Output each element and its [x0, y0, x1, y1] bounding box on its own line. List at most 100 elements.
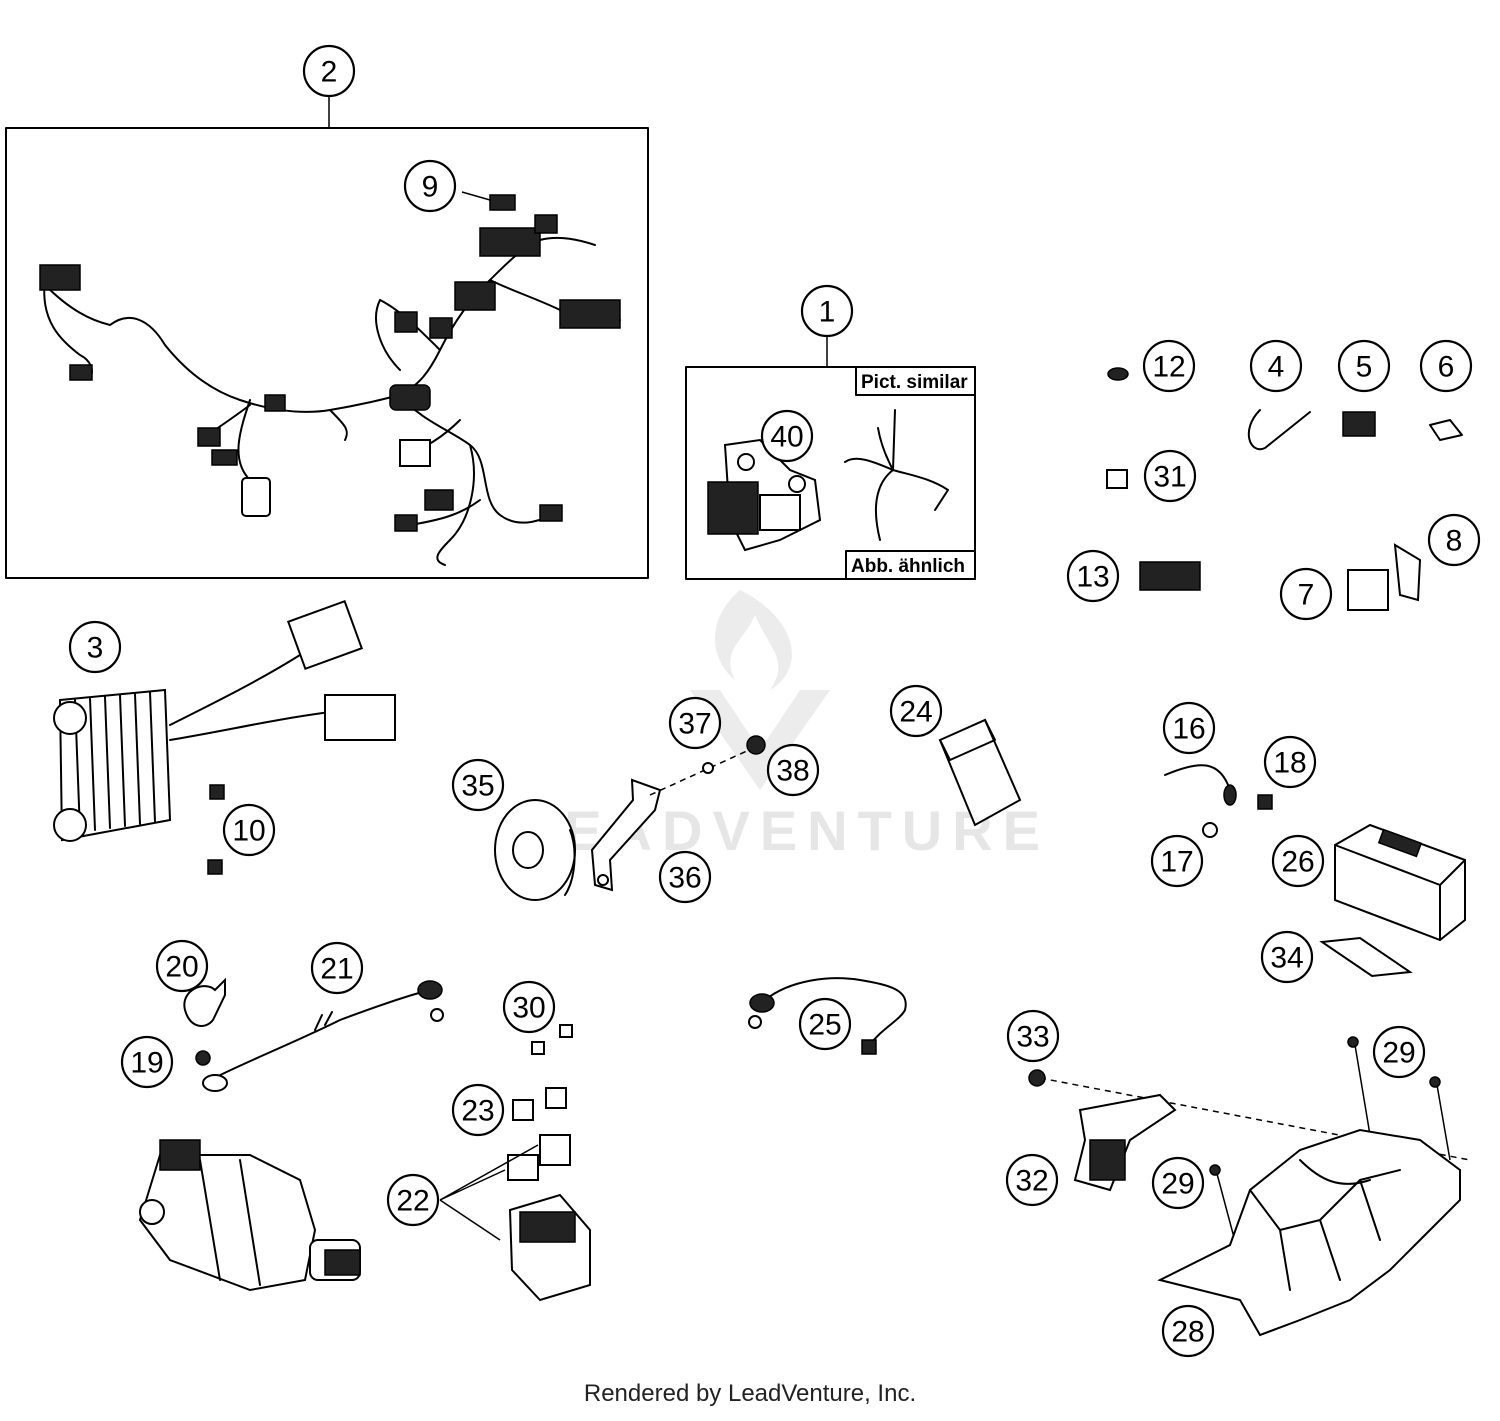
- callout-number: 13: [1076, 561, 1109, 594]
- callout-30: 30: [502, 980, 556, 1034]
- harness-frame: [5, 127, 649, 579]
- callout-circle: [1260, 930, 1314, 984]
- callout-19: 19: [120, 1035, 174, 1089]
- callout-circle: [798, 997, 852, 1051]
- callout-number: 23: [461, 1095, 494, 1128]
- callout-number: 6: [1438, 351, 1455, 384]
- callout-38: 38: [766, 743, 820, 797]
- callout-number: 10: [232, 815, 265, 848]
- screw-33: [1028, 1069, 1046, 1087]
- control-unit-24: [938, 718, 1022, 827]
- footer-credit: Rendered by LeadVenture, Inc.: [583, 1380, 917, 1407]
- callout-circle: [1151, 1156, 1205, 1210]
- inset-label-top: Pict. similar: [861, 372, 968, 393]
- bulb: [1107, 367, 1129, 381]
- washer: [702, 762, 714, 774]
- screw-30a: [531, 1041, 545, 1055]
- callout-circle: [1005, 1153, 1059, 1207]
- starter-motor: [138, 1139, 361, 1292]
- callout-circle: [1271, 834, 1325, 888]
- callout-8: 8: [1427, 513, 1481, 567]
- callout-number: 26: [1281, 846, 1314, 879]
- sensor-cable: [844, 409, 949, 541]
- harness-connectors: [39, 191, 621, 532]
- callout-26: 26: [1271, 834, 1325, 888]
- callout-number: 1: [819, 296, 836, 329]
- callout-circle: [1337, 339, 1391, 393]
- leader-29b: [1436, 1084, 1451, 1161]
- callout-23: 23: [451, 1083, 505, 1137]
- callout-31: 31: [1143, 449, 1197, 503]
- small-clip: [1429, 419, 1463, 441]
- callout-number: 28: [1171, 1316, 1204, 1349]
- callout-number: 4: [1268, 351, 1285, 384]
- screw-29b: [1429, 1076, 1441, 1088]
- callout-32: 32: [1005, 1153, 1059, 1207]
- callout-number: 31: [1153, 461, 1186, 494]
- callout-circle: [155, 939, 209, 993]
- callout-29: 29: [1372, 1025, 1426, 1079]
- starter-relay: [439, 1134, 591, 1302]
- callout-number: 5: [1356, 351, 1373, 384]
- cable-25: [748, 977, 907, 1055]
- callout-10: 10: [222, 803, 276, 857]
- callout-12: 12: [1142, 339, 1196, 393]
- wiring-harness: [43, 236, 621, 566]
- callout-number: 29: [1161, 1168, 1194, 1201]
- callout-number: 17: [1160, 846, 1193, 879]
- callout-9: 9: [403, 159, 457, 213]
- callout-number: 7: [1298, 579, 1315, 612]
- callout-number: 37: [678, 708, 711, 741]
- callout-number: 8: [1446, 525, 1463, 558]
- fuse-23a: [512, 1099, 534, 1121]
- callout-35: 35: [451, 758, 505, 812]
- callout-number: 25: [808, 1009, 841, 1042]
- rear-subframe-28: [1157, 1128, 1461, 1337]
- callout-circle: [120, 1035, 174, 1089]
- callout-25: 25: [798, 997, 852, 1051]
- callout-circle: [68, 620, 122, 674]
- callout-number: 35: [461, 770, 494, 803]
- callout-circle: [451, 1083, 505, 1137]
- callout-circle: [310, 941, 364, 995]
- battery-pad: [1319, 936, 1413, 978]
- screw-29a: [1347, 1036, 1359, 1048]
- callout-circle: [1419, 339, 1473, 393]
- cap-20: [183, 977, 226, 1027]
- battery: [1334, 823, 1466, 942]
- callout-circle: [502, 980, 556, 1034]
- inset-frame: [685, 366, 976, 580]
- inset-label-top-box: [855, 366, 976, 396]
- callout-circle: [658, 850, 712, 904]
- clip: [1342, 411, 1376, 437]
- horn-bracket: [590, 778, 662, 892]
- callout-37: 37: [668, 696, 722, 750]
- callout-29: 29: [1151, 1156, 1205, 1210]
- callout-number: 24: [899, 696, 932, 729]
- callout-number: 30: [512, 992, 545, 1025]
- callout-number: 33: [1016, 1021, 1049, 1054]
- ground-cable: [1164, 764, 1273, 838]
- callout-13: 13: [1066, 549, 1120, 603]
- callout-40: 40: [760, 409, 814, 463]
- callout-22: 22: [386, 1173, 440, 1227]
- callout-circle: [760, 409, 814, 463]
- callout-circle: [403, 159, 457, 213]
- callout-circle: [766, 743, 820, 797]
- regulator-with-bracket: [707, 438, 822, 552]
- callout-circle: [1066, 549, 1120, 603]
- callout-circle: [800, 284, 854, 338]
- callout-number: 21: [320, 953, 353, 986]
- callout-number: 18: [1273, 747, 1306, 780]
- fuse-23b: [545, 1087, 567, 1109]
- callout-17: 17: [1150, 834, 1204, 888]
- mount-32: [1073, 1093, 1177, 1192]
- callout-circle: [889, 684, 943, 738]
- nut-19: [195, 1050, 211, 1066]
- callout-circle: [1372, 1025, 1426, 1079]
- callout-number: 29: [1382, 1037, 1415, 1070]
- callout-circle: [386, 1173, 440, 1227]
- callout-number: 36: [668, 862, 701, 895]
- callout-33: 33: [1006, 1009, 1060, 1063]
